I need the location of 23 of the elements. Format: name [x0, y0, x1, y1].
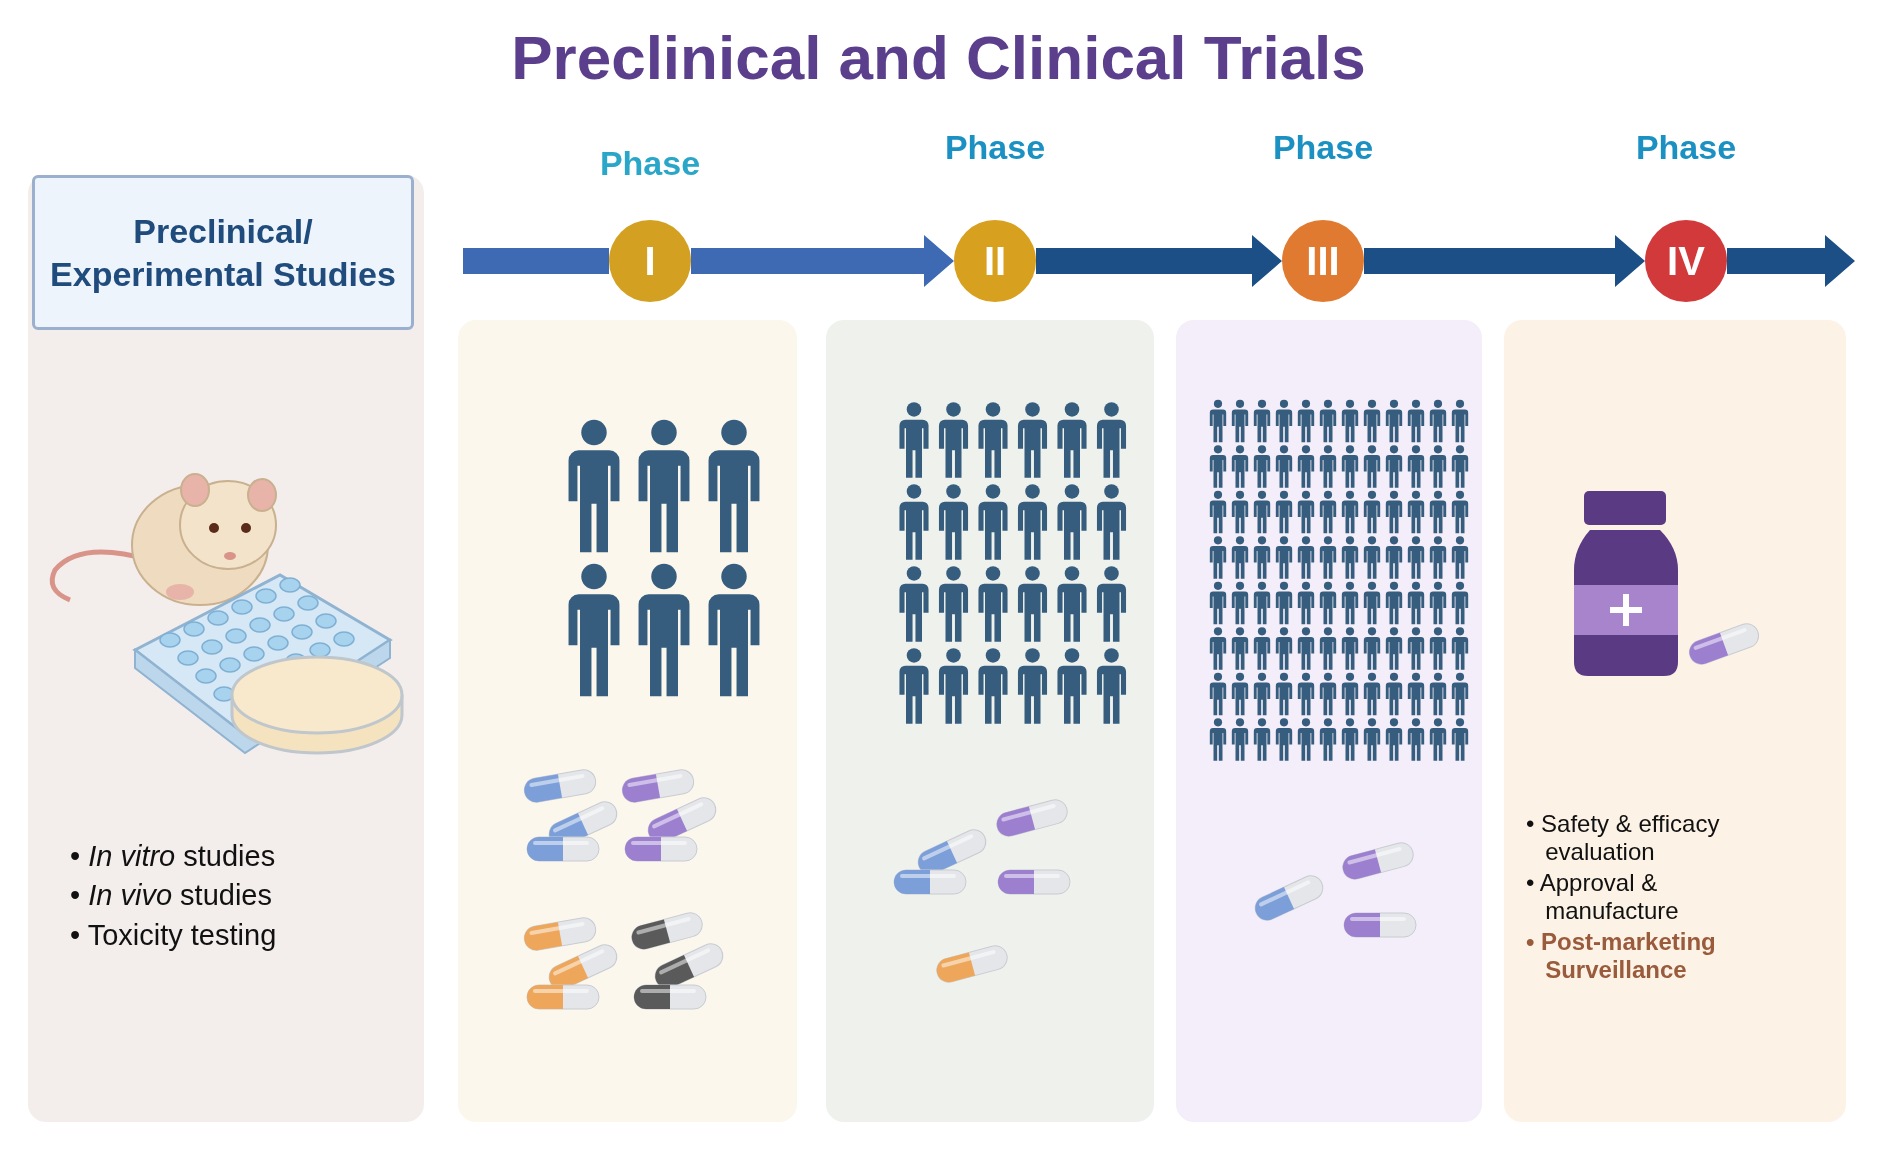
- timeline-arrow: [691, 235, 954, 287]
- stage-panel: [1504, 320, 1846, 1122]
- phase-label: Phase: [944, 128, 1046, 167]
- timeline-arrow: [1727, 235, 1855, 287]
- title: Preclinical and Clinical Trials: [510, 22, 1367, 93]
- timeline-arrow: [463, 248, 609, 274]
- heading-text: Preclinical/ Experimental Studies: [49, 211, 397, 295]
- phase-label: Phase: [599, 144, 701, 183]
- phase-numeral: IV: [1667, 238, 1705, 284]
- phase-numeral: II: [983, 238, 1007, 284]
- phase-label: Phase: [1272, 128, 1374, 167]
- bullet-text: • In vivo studies: [70, 879, 273, 913]
- bullet-text: • Safety & efficacy evaluation: [1526, 810, 1721, 866]
- timeline-arrow: [1364, 235, 1645, 287]
- bullet-text: • In vitro studies: [70, 840, 277, 874]
- bullet-text: • Toxicity testing: [70, 918, 278, 953]
- bullet-text: • Approval & manufacture: [1526, 869, 1680, 925]
- phase-numeral: III: [1306, 238, 1340, 284]
- timeline-arrow: [1036, 235, 1282, 287]
- phase-numeral: I: [644, 238, 656, 284]
- heading-box: [32, 175, 414, 330]
- bullet-text: • Post-marketing Surveillance: [1526, 928, 1717, 984]
- phase-label: Phase: [1635, 128, 1737, 167]
